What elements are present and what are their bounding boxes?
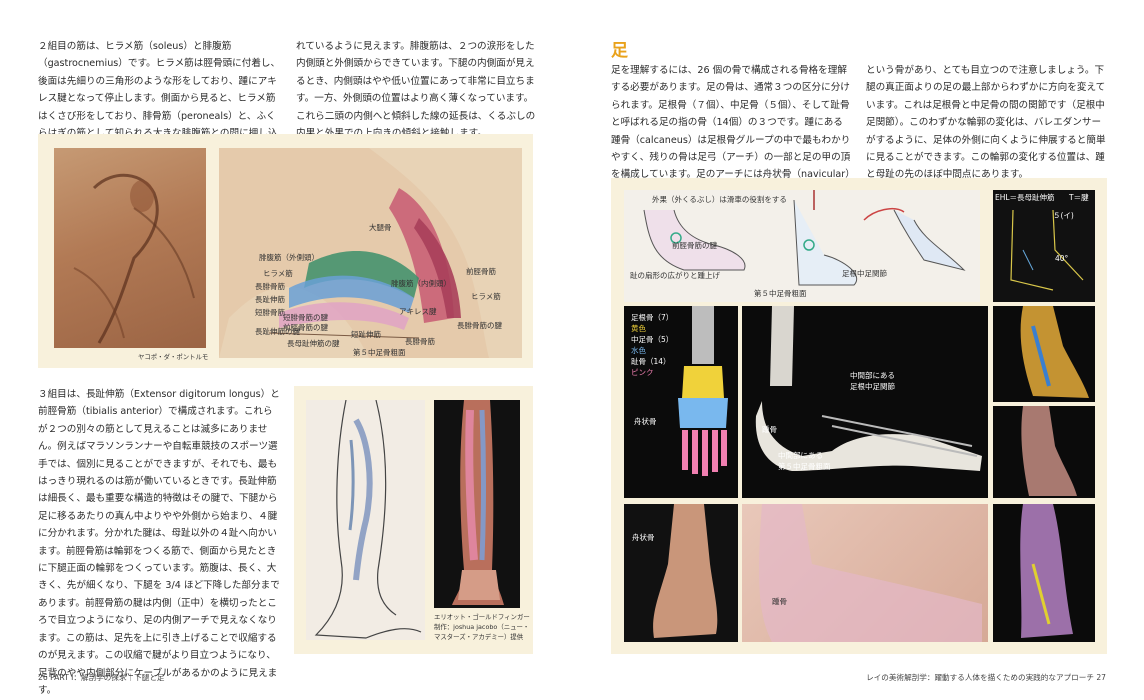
left-footer: 26 PART Ⅰ：解剖学の探求｜下腿と足 bbox=[38, 673, 165, 682]
label-meta5-tuberosity: 第５中足骨粗面 bbox=[353, 348, 406, 357]
foot-mechanics-sketch: 外果（外くるぶし）は滑車の役割をする 前脛骨筋の腱 趾の扇形の広がりと踵上げ 足… bbox=[624, 190, 980, 302]
legend-phalanx-name: 趾骨（14） bbox=[631, 357, 671, 366]
anterior-leg-sketch bbox=[306, 400, 425, 640]
foot-muscles-color-1 bbox=[993, 306, 1095, 402]
label-soleus-1: ヒラメ筋 bbox=[263, 269, 293, 278]
legend-tarsal-color: 黄色 bbox=[631, 324, 646, 333]
foot-skeleton-side: 中間部にある 足根中足関節 踵骨 中間部にある 第５中足骨粗面 bbox=[742, 306, 988, 498]
label-ehl-tendon: 長母趾伸筋の腱 bbox=[287, 339, 340, 348]
label-gastroc-medial: 腓腹筋（内側頭） bbox=[391, 279, 451, 288]
anterior-leg-digital-model bbox=[434, 400, 520, 608]
foot-muscles-color-3 bbox=[993, 504, 1095, 642]
sketch-label-tendon: 前脛骨筋の腱 bbox=[672, 241, 717, 250]
leg-muscle-illustration: 大腿骨 腓腹筋（外側頭） ヒラメ筋 長腓骨筋 長趾伸筋 短腓骨筋 長趾伸筋の腱 … bbox=[219, 148, 522, 358]
foot-muscles-color-2 bbox=[993, 406, 1095, 498]
label-ext-dig-longus: 長趾伸筋 bbox=[255, 295, 285, 304]
label-peroneus-brevis: 短腓骨筋 bbox=[255, 308, 285, 317]
pontormo-drawing bbox=[54, 148, 206, 348]
figure2-caption: エリオット・ゴールドフィンガー 制作：joshua jacobo（ニュー・ マス… bbox=[434, 613, 530, 641]
label-tibialis-anterior: 前脛骨筋 bbox=[466, 267, 496, 276]
legend-metatarsal: 中足骨（5） 水色 bbox=[631, 334, 673, 356]
sketch-label-spread: 趾の扇形の広がりと踵上げ bbox=[630, 271, 720, 280]
sketch-label-tmt: 足根中足関節 bbox=[842, 269, 887, 278]
legend-metatarsal-name: 中足骨（5） bbox=[631, 335, 674, 344]
label-pl-tendon: 長腓骨筋の腱 bbox=[457, 321, 502, 330]
foot-structure-dark-sketch: EHL＝長母趾伸筋 T＝腱 ５(イ) 40° bbox=[993, 190, 1095, 302]
skeleton-label-tmt: 中間部にある 足根中足関節 bbox=[850, 371, 895, 391]
label-ta-tendon: 前脛骨筋の腱 bbox=[283, 323, 328, 332]
skeleton-label-meta5: 中間部にある 第５中足骨粗面 bbox=[778, 451, 831, 471]
photo-label-navicular: 舟状骨 bbox=[632, 533, 655, 542]
foot-photo-top: 舟状骨 bbox=[624, 504, 738, 642]
skeleton-label-heel: 踵骨 bbox=[762, 425, 777, 434]
legend-tarsal: 足根骨（7） 黄色 bbox=[631, 312, 673, 334]
dark-sketch-five: ５(イ) bbox=[1053, 211, 1074, 220]
figure-leg-muscles: ヤコポ・ダ・ポントルモ 大腿骨 腓腹筋（外側頭） ヒラメ筋 長腓骨筋 長趾伸筋 … bbox=[38, 134, 533, 368]
foot-photo-side: 踵骨 bbox=[742, 504, 988, 642]
label-peroneus-longus: 長腓骨筋 bbox=[255, 282, 285, 291]
intro-paragraph-col2: れているように見えます。腓腹筋は、２つの涙形をした内側頭と外側頭からできています… bbox=[296, 41, 536, 139]
label-achilles: アキレス腱 bbox=[399, 307, 437, 316]
foot-paragraph-col1: 足を理解するには、26 個の骨で構成される骨格を理解する必要があります。足の骨は… bbox=[611, 65, 855, 181]
xray-label-navicular: 舟状骨 bbox=[634, 417, 657, 426]
dark-sketch-forty: 40° bbox=[1055, 254, 1069, 263]
figure1-caption: ヤコポ・ダ・ポントルモ bbox=[138, 353, 209, 361]
label-soleus-2: ヒラメ筋 bbox=[471, 292, 501, 301]
legend-tarsal-name: 足根骨（7） bbox=[631, 313, 674, 322]
sketch-label-top: 外果（外くるぶし）は滑車の役割をする bbox=[652, 195, 787, 204]
foot-bones-colored-top: 足根骨（7） 黄色 中足骨（5） 水色 趾骨（14） ピンク 舟状骨 bbox=[624, 306, 738, 498]
legend-phalanx-color: ピンク bbox=[631, 368, 654, 377]
label-peroneus-longus-2: 長腓骨筋 bbox=[405, 337, 435, 346]
sketch-label-meta5: 第５中足骨粗面 bbox=[754, 289, 807, 298]
muscle-group3-paragraph: ３組目は、長趾伸筋（Extensor digitorum longus）と前脛骨… bbox=[38, 389, 280, 696]
section-title: 足 bbox=[611, 41, 628, 61]
label-pb-tendon: 短腓骨筋の腱 bbox=[283, 313, 328, 322]
figure-leg-anterior: エリオット・ゴールドフィンガー 制作：joshua jacobo（ニュー・ マス… bbox=[294, 386, 533, 654]
label-edl-tendon: 長趾伸筋の腱 bbox=[255, 327, 300, 336]
label-gastroc-lateral: 腓腹筋（外側頭） bbox=[259, 253, 319, 262]
label-ext-dig-brevis: 短趾伸筋 bbox=[351, 330, 381, 339]
label-femur: 大腿骨 bbox=[369, 223, 392, 232]
legend-metatarsal-color: 水色 bbox=[631, 346, 646, 355]
legend-phalanx: 趾骨（14） ピンク bbox=[631, 356, 671, 378]
figure-foot-skeleton: 外果（外くるぶし）は滑車の役割をする 前脛骨筋の腱 趾の扇形の広がりと踵上げ 足… bbox=[611, 178, 1107, 654]
photo-label-heel: 踵骨 bbox=[772, 597, 787, 606]
dark-sketch-t: T＝腱 bbox=[1069, 193, 1089, 202]
right-footer: レイの美術解剖学：躍動する人体を描くための実践的なアプローチ 27 bbox=[866, 673, 1106, 682]
foot-paragraph-col2: という骨があり、とても目立つので注意しましょう。下腿の真正面よりの足の最上部から… bbox=[866, 65, 1106, 181]
dark-sketch-ehl: EHL＝長母趾伸筋 bbox=[995, 193, 1055, 202]
